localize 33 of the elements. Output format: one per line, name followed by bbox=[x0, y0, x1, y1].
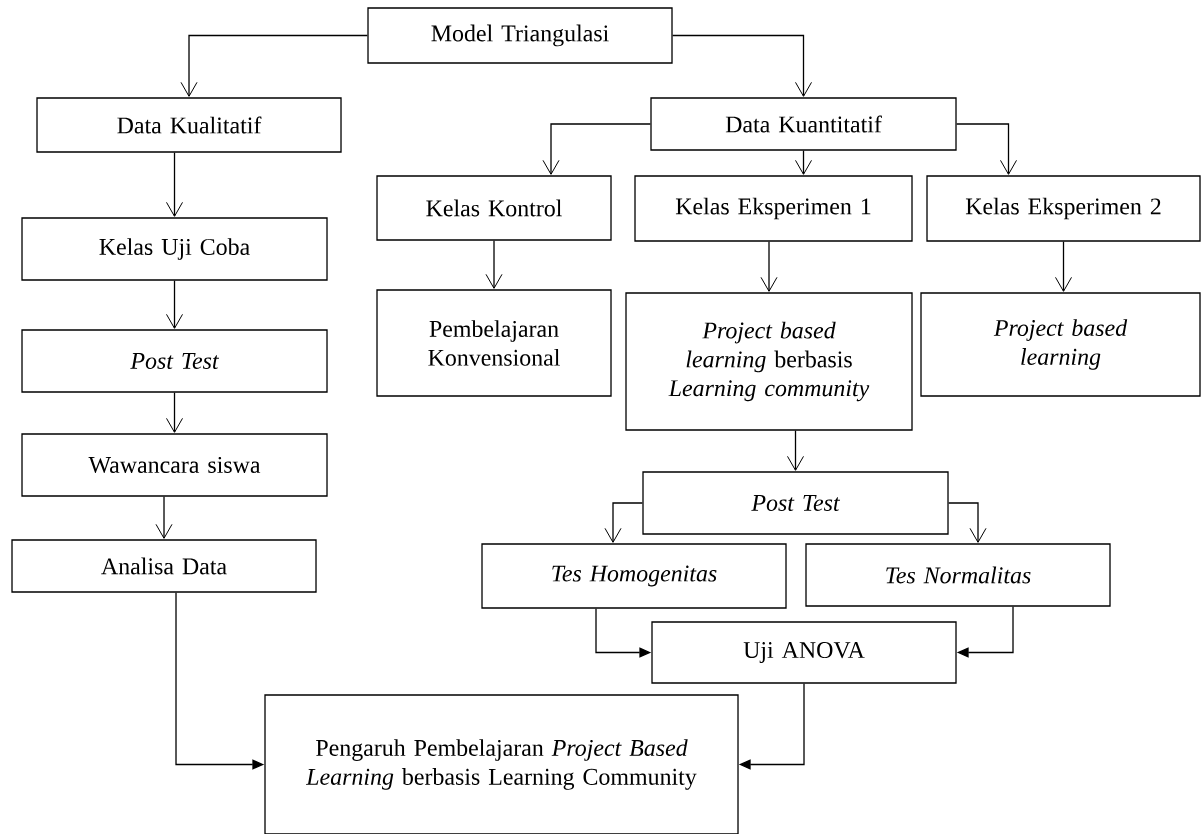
arrow bbox=[485, 240, 503, 289]
process-box: Kelas Eksperimen 2 bbox=[926, 175, 1201, 242]
process-box: Tes Normalitas bbox=[805, 543, 1111, 607]
process-box: Tes Homogenitas bbox=[481, 543, 787, 609]
arrow bbox=[180, 34, 368, 97]
arrow bbox=[948, 502, 987, 543]
process-box: Project based learning berbasis Learning community bbox=[625, 292, 913, 431]
process-box: Model Triangulasi bbox=[367, 7, 673, 64]
process-box: Wawancara siswa bbox=[21, 433, 328, 497]
arrow bbox=[166, 152, 183, 217]
process-box: Data Kualitatif bbox=[36, 97, 342, 153]
arrow bbox=[604, 502, 643, 543]
arrow bbox=[787, 430, 804, 471]
arrow bbox=[166, 392, 183, 433]
process-box: Data Kuantitatif bbox=[650, 97, 957, 151]
arrow bbox=[672, 34, 812, 97]
arrow bbox=[795, 150, 812, 175]
arrow bbox=[155, 496, 173, 539]
process-box: Post Test bbox=[21, 329, 328, 393]
process-box: Kelas Uji Coba bbox=[21, 217, 328, 281]
process-box: Analisa Data bbox=[11, 539, 317, 593]
process-box: Kelas Eksperimen 1 bbox=[634, 175, 913, 242]
process-box: Kelas Kontrol bbox=[376, 175, 612, 241]
arrow bbox=[166, 280, 183, 329]
arrow bbox=[760, 241, 778, 292]
process-box: Uji ANOVA bbox=[651, 621, 957, 684]
arrow bbox=[542, 123, 651, 175]
process-box: Pembelajaran Konvensional bbox=[376, 289, 612, 397]
process-box: Project based learning bbox=[920, 292, 1201, 397]
arrow bbox=[1055, 241, 1072, 292]
process-box: Pengaruh Pembelajaran Project Based Learning berbasis Learning Community bbox=[264, 694, 739, 834]
process-box: Post Test bbox=[642, 471, 949, 535]
arrow bbox=[956, 123, 1017, 175]
